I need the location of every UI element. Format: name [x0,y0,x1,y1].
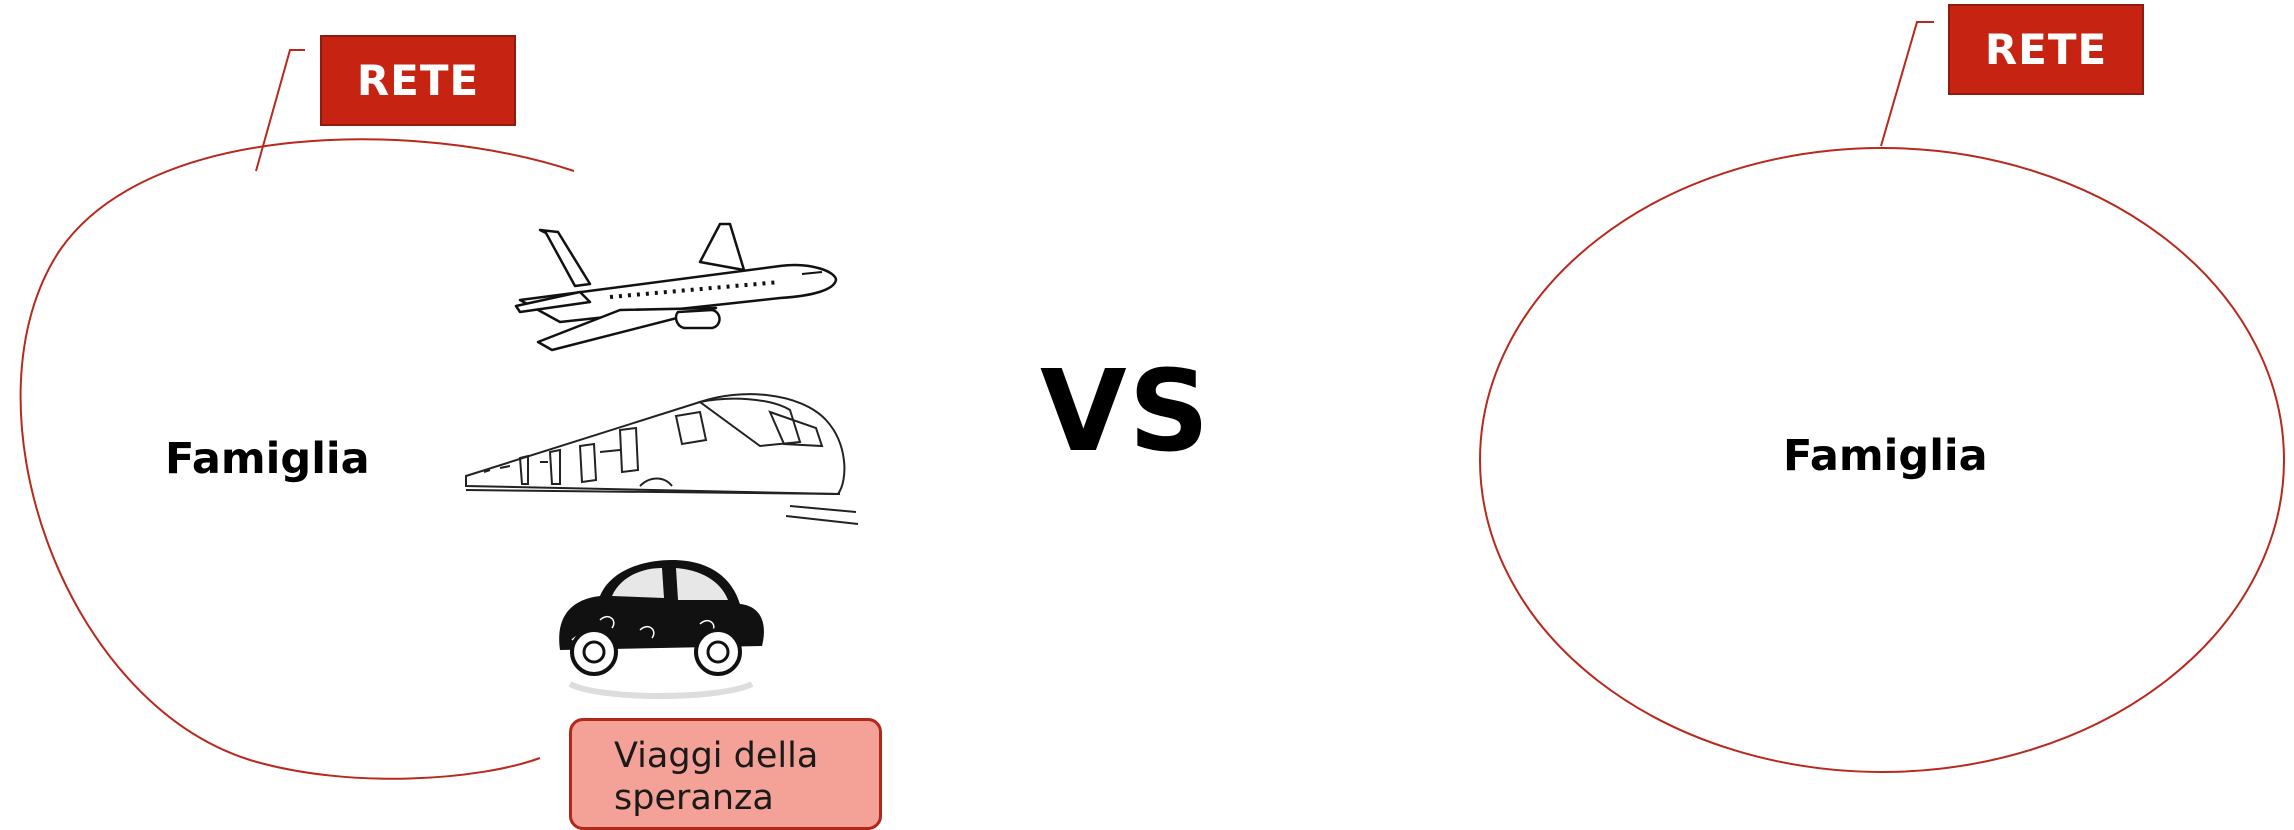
left-callout-line [256,50,305,171]
car-icon [559,560,764,696]
train-icon [466,394,858,524]
caption-line-2: speranza [614,777,879,819]
left-rete-tag: RETE [320,35,516,126]
vs-label: VS [1040,356,1211,468]
caption-line-1: Viaggi della [614,735,879,777]
airplane-icon [516,224,836,350]
caption-box: Viaggi della speranza [569,718,882,830]
right-rete-tag: RETE [1948,4,2144,95]
left-family-label: Famiglia [165,434,370,484]
right-family-label: Famiglia [1783,431,1988,481]
right-callout-line [1881,22,1934,146]
